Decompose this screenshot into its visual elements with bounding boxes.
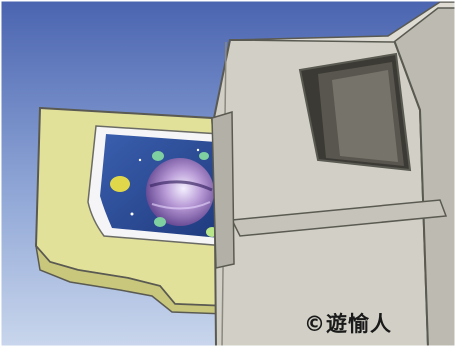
printed-photo <box>87 125 227 247</box>
planet <box>146 158 214 226</box>
printer-body <box>211 1 456 347</box>
copyright-credit: ©遊愉人 <box>304 312 392 336</box>
small-moon <box>110 176 130 192</box>
